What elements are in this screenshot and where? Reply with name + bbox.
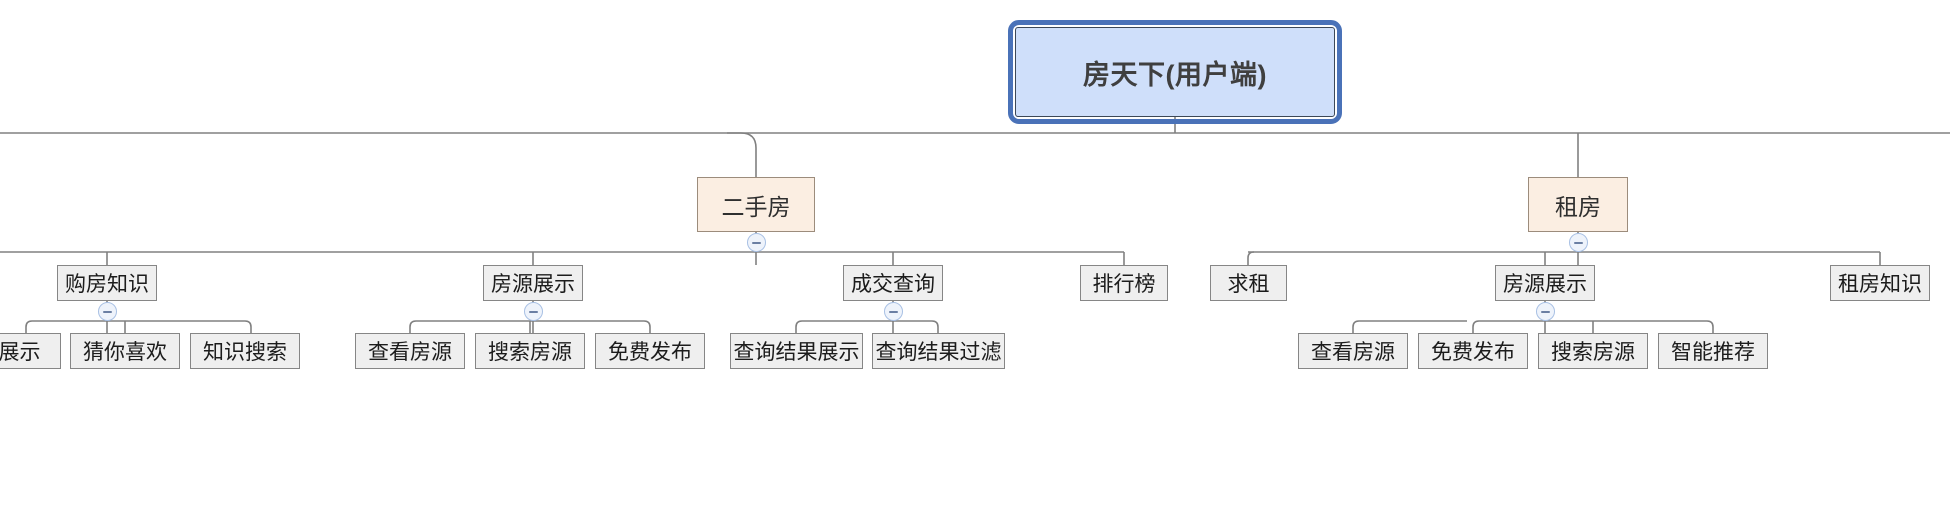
node-sousuofangyuan-zufang-label: 搜索房源 xyxy=(1551,341,1635,364)
node-zufangzhishi[interactable]: 租房知识 xyxy=(1830,265,1930,301)
node-qiuzu[interactable]: 求租 xyxy=(1210,265,1287,301)
collapse-minus-icon xyxy=(1574,241,1583,244)
collapse-toggle-fangyuan-ershoufang[interactable] xyxy=(524,302,543,321)
node-mianfeifabu-ershoufang[interactable]: 免费发布 xyxy=(595,333,705,369)
node-sousuofangyuan-zufang[interactable]: 搜索房源 xyxy=(1538,333,1648,369)
node-cainixihuan[interactable]: 猜你喜欢 xyxy=(70,333,180,369)
node-paihangbang[interactable]: 排行榜 xyxy=(1080,265,1168,301)
edge-fangyuan-b-bar-r xyxy=(1472,320,1714,333)
node-fangyuan-zhanshi-zufang-label: 房源展示 xyxy=(1503,273,1587,296)
node-zhinengtuijian-label: 智能推荐 xyxy=(1671,341,1755,364)
node-chakanfangyuan-zufang[interactable]: 查看房源 xyxy=(1298,333,1408,369)
node-zhishisousuo[interactable]: 知识搜索 xyxy=(190,333,300,369)
collapse-minus-icon xyxy=(889,310,898,313)
node-chaxunjieguozhanshi[interactable]: 查询结果展示 xyxy=(730,333,863,369)
node-mianfeifabu-ershoufang-label: 免费发布 xyxy=(608,341,692,364)
collapse-minus-icon xyxy=(752,241,761,244)
collapse-minus-icon xyxy=(529,310,538,313)
node-fangyuan-zhanshi-ershoufang-label: 房源展示 xyxy=(491,273,575,296)
node-chaxunjieguozhanshi-label: 查询结果展示 xyxy=(733,341,860,364)
node-ershoufang[interactable]: 二手房 xyxy=(697,177,815,232)
node-zhishi-zhanshi[interactable]: 展示 xyxy=(0,333,61,369)
collapse-toggle-fangyuan-zufang[interactable] xyxy=(1536,302,1555,321)
collapse-toggle-goufangzhishi[interactable] xyxy=(98,302,117,321)
node-mianfeifabu-zufang[interactable]: 免费发布 xyxy=(1418,333,1528,369)
node-mianfeifabu-zufang-label: 免费发布 xyxy=(1431,341,1515,364)
node-fangyuan-zhanshi-ershoufang[interactable]: 房源展示 xyxy=(483,265,583,301)
node-sousuofangyuan-ershoufang[interactable]: 搜索房源 xyxy=(475,333,585,369)
node-qiuzu-label: 求租 xyxy=(1227,273,1270,296)
node-paihangbang-label: 排行榜 xyxy=(1092,273,1156,296)
node-zufang[interactable]: 租房 xyxy=(1528,177,1628,232)
collapse-toggle-zufang[interactable] xyxy=(1569,233,1588,252)
node-sousuofangyuan-ershoufang-label: 搜索房源 xyxy=(488,341,572,364)
collapse-minus-icon xyxy=(1541,310,1550,313)
node-zhishisousuo-label: 知识搜索 xyxy=(203,341,287,364)
node-chaxunjieguoguolv[interactable]: 查询结果过滤 xyxy=(872,333,1005,369)
node-zufangzhishi-label: 租房知识 xyxy=(1838,273,1922,296)
edge-goufang-bar xyxy=(25,320,252,333)
node-goufangzhishi-label: 购房知识 xyxy=(65,273,149,296)
node-fangyuan-zhanshi-zufang[interactable]: 房源展示 xyxy=(1495,265,1595,301)
node-zhishi-zhanshi-label: 展示 xyxy=(0,341,41,364)
collapse-toggle-chengjiaochaxun[interactable] xyxy=(884,302,903,321)
edge-to-qiuzu xyxy=(1247,251,1255,265)
node-cainixihuan-label: 猜你喜欢 xyxy=(83,341,167,364)
node-goufangzhishi[interactable]: 购房知识 xyxy=(57,265,157,301)
node-zhinengtuijian[interactable]: 智能推荐 xyxy=(1658,333,1768,369)
edge-bar-to-ershoufang xyxy=(727,132,757,177)
node-chakanfangyuan-ershoufang[interactable]: 查看房源 xyxy=(355,333,465,369)
node-chengjiaochaxun[interactable]: 成交查询 xyxy=(843,265,943,301)
collapse-toggle-ershoufang[interactable] xyxy=(747,233,766,252)
edge-chengjiao-bar xyxy=(795,320,939,333)
node-root[interactable]: 房天下(用户端) xyxy=(1015,27,1335,117)
node-ershoufang-label: 二手房 xyxy=(721,193,791,220)
node-zufang-label: 租房 xyxy=(1555,193,1601,220)
edge-fangyuan-a-bar xyxy=(409,320,651,333)
node-chakanfangyuan-zufang-label: 查看房源 xyxy=(1311,341,1395,364)
edge-fangyuan-b-bar-l xyxy=(1352,320,1467,333)
node-chengjiaochaxun-label: 成交查询 xyxy=(851,273,935,296)
collapse-minus-icon xyxy=(103,310,112,313)
node-chaxunjieguoguolv-label: 查询结果过滤 xyxy=(875,341,1002,364)
node-chakanfangyuan-ershoufang-label: 查看房源 xyxy=(368,341,452,364)
node-root-label: 房天下(用户端) xyxy=(1083,59,1267,90)
